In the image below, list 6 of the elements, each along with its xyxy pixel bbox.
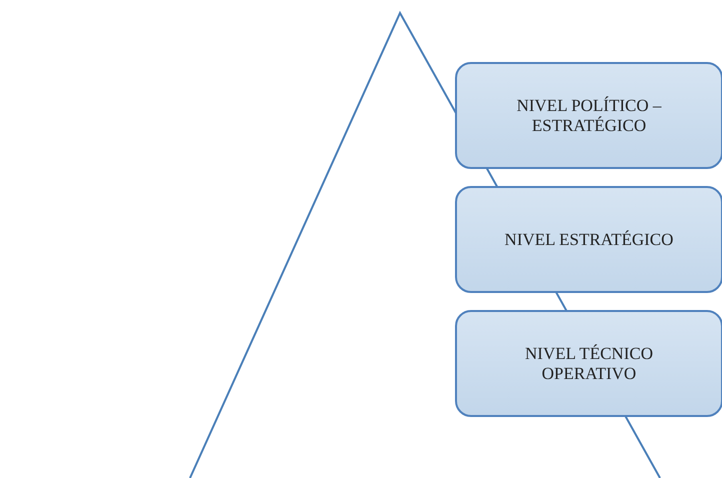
level-box [455,310,722,417]
level-box [455,62,722,169]
level-label: NIVEL TÉCNICO OPERATIVO [524,344,654,384]
level-box [455,186,722,293]
level-label: NIVEL POLÍTICO – ESTRATÉGICO [516,96,662,136]
level-label: NIVEL ESTRATÉGICO [504,230,674,250]
